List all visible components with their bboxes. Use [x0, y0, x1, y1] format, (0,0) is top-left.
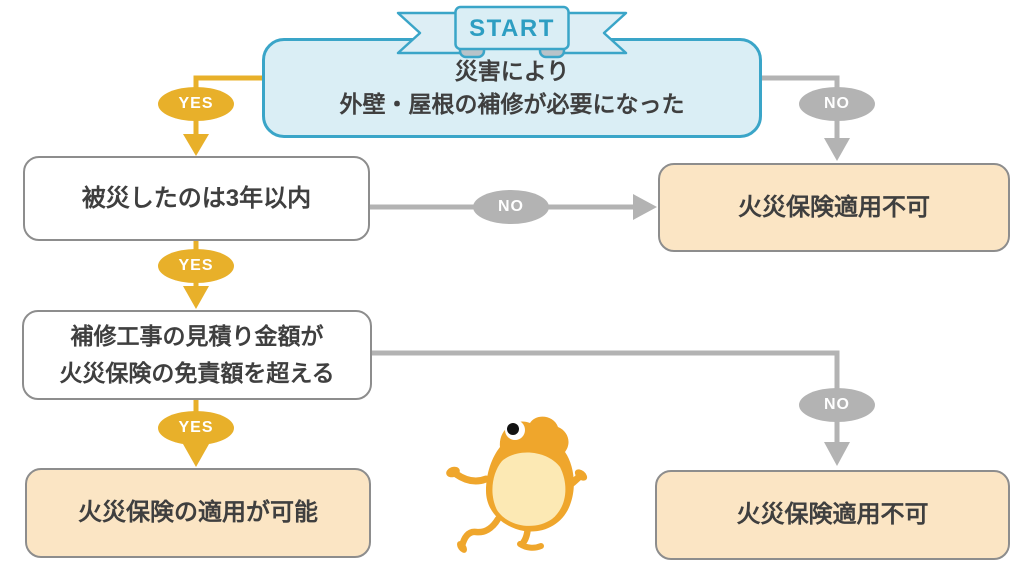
node-insurance-not-applicable-top: 火災保険適用不可 [658, 163, 1010, 252]
arrowhead-yes-3 [183, 444, 209, 467]
edge-label-yes-3: YES [158, 411, 234, 445]
node-text-line: 災害により [454, 57, 570, 84]
frog-left-foot [457, 541, 467, 553]
badge-text: YES [178, 95, 214, 112]
badge-text: NO [824, 95, 850, 112]
node-damaged-within-3-years: 被災したのは3年以内 [23, 156, 370, 241]
node-estimate-exceeds-deductible: 補修工事の見積り金額が 火災保険の免責額を超える [22, 310, 372, 400]
arrowhead-yes-1 [183, 134, 209, 156]
frog-character [446, 416, 588, 553]
yes-arrowheads [183, 134, 209, 467]
edge-label-no-3: NO [799, 388, 875, 422]
frog-belly [492, 452, 566, 526]
badge-text: NO [824, 396, 850, 413]
node-disaster-repair-needed: 災害により 外壁・屋根の補修が必要になった [262, 38, 762, 138]
edge-label-no-1: NO [799, 87, 875, 121]
edge-label-no-2: NO [473, 190, 549, 224]
node-text-line: 被災したのは3年以内 [81, 184, 312, 212]
node-insurance-not-applicable-bottom: 火災保険適用不可 [655, 470, 1010, 560]
node-text-line: 火災保険適用不可 [736, 501, 929, 529]
ribbon-center-panel [454, 5, 570, 51]
frog-left-arm [452, 470, 490, 485]
arrowhead-yes-2 [183, 286, 209, 309]
badge-text: YES [178, 257, 214, 274]
node-text-line: 補修工事の見積り金額が [70, 322, 324, 349]
arrowhead-no-2 [633, 194, 657, 220]
node-text-line: 火災保険の免責額を超える [59, 360, 335, 386]
node-text-line: 外壁・屋根の補修が必要になった [339, 91, 685, 117]
start-ribbon: START [396, 5, 628, 59]
node-text-line: 火災保険の適用が可能 [78, 499, 318, 527]
frog-right-foot [517, 541, 544, 551]
frog-pupil [507, 423, 519, 435]
edge-label-yes-2: YES [158, 249, 234, 283]
badge-text: YES [178, 419, 214, 436]
badge-text: NO [498, 198, 524, 215]
frog-left-hand [446, 466, 460, 478]
edge-label-yes-1: YES [158, 87, 234, 121]
node-insurance-applicable: 火災保険の適用が可能 [25, 468, 371, 558]
start-label: START [469, 15, 555, 42]
arrowhead-no-3 [824, 442, 850, 466]
node-text-line: 火災保険適用不可 [738, 193, 930, 221]
frog-hands-feet [446, 466, 588, 553]
no-arrowheads [633, 138, 850, 466]
frog-right-hand [574, 469, 588, 481]
arrowhead-no-1 [824, 138, 850, 161]
frog-left-leg [458, 515, 502, 550]
